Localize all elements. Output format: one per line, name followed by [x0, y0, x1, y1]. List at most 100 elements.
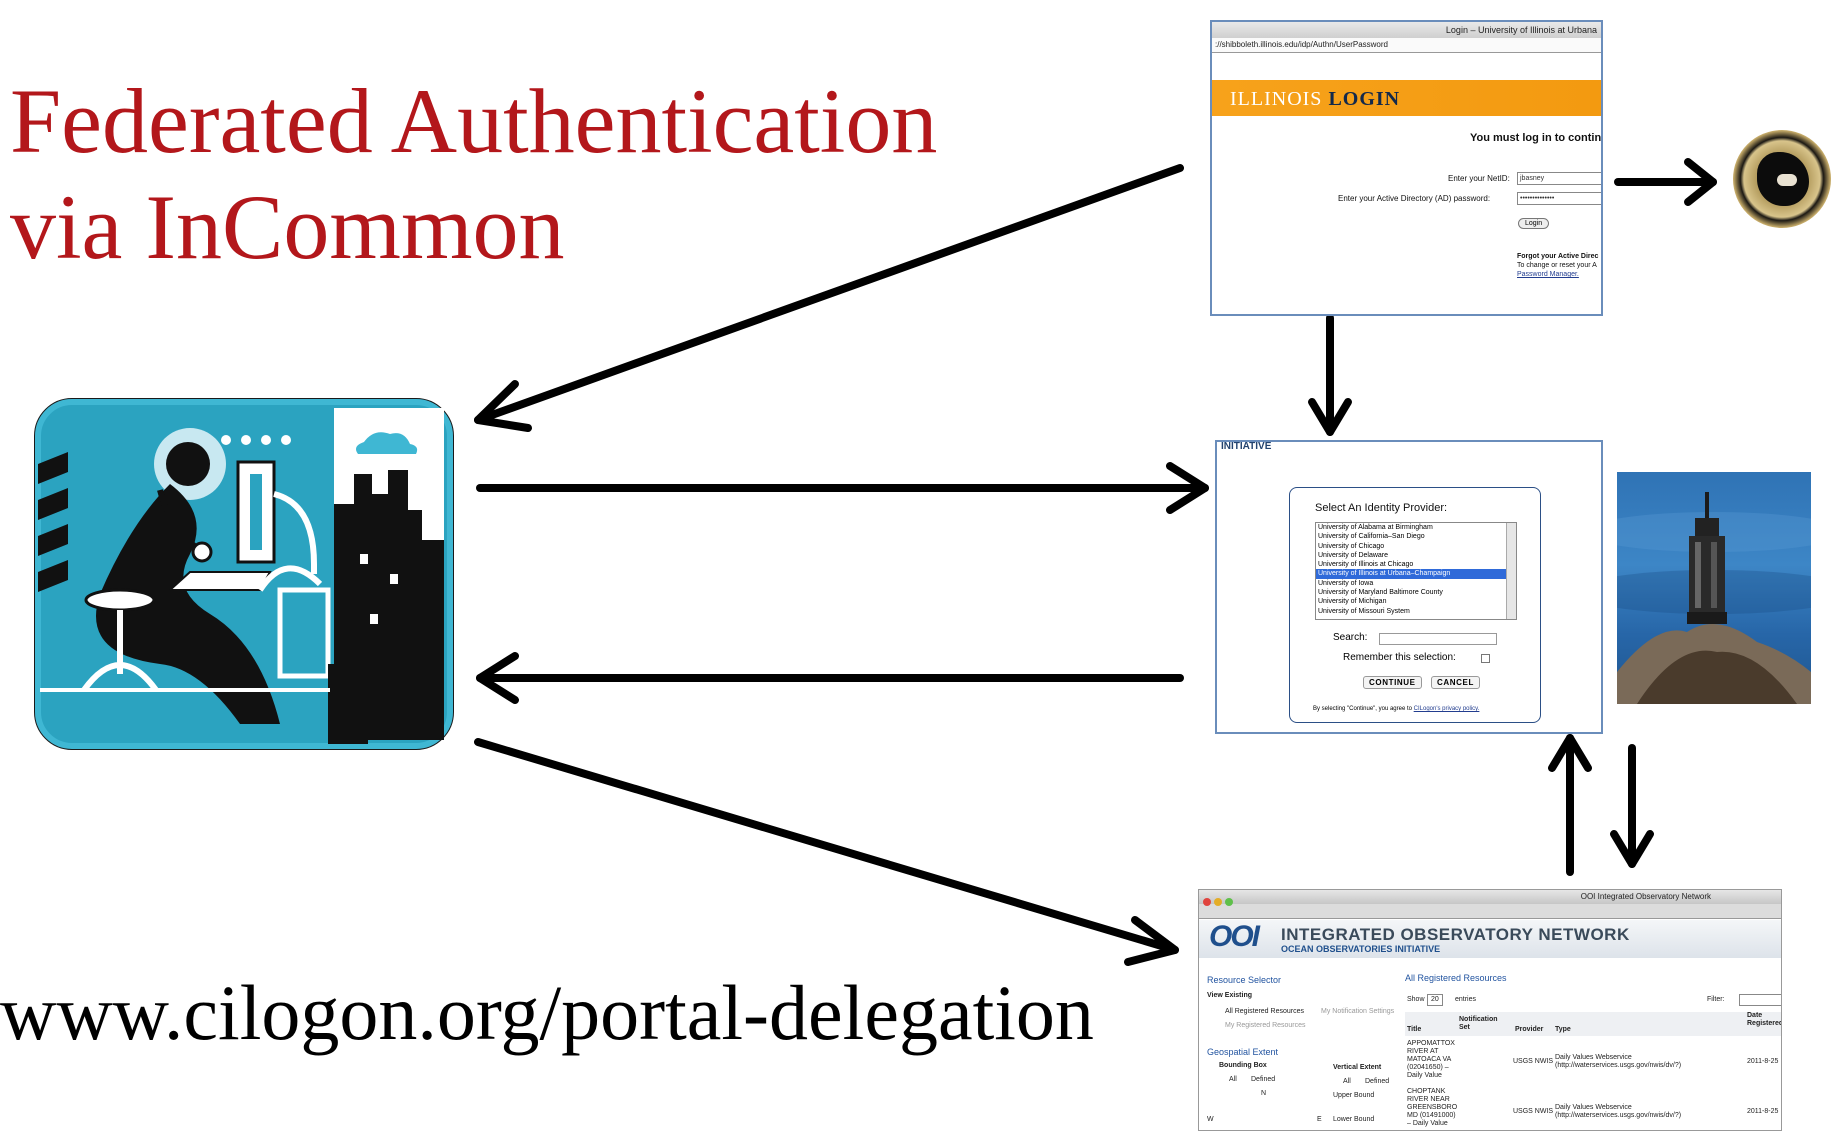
remember-label: Remember this selection:: [1343, 652, 1456, 663]
netid-field[interactable]: jbasney: [1517, 172, 1601, 185]
idp-option[interactable]: University of Delaware: [1318, 551, 1389, 559]
illinois-banner: [1212, 80, 1601, 116]
lower-bound-label: Lower Bound: [1333, 1116, 1375, 1123]
arrow-user-to-ooi: [474, 738, 1179, 954]
ooi-logo: OOI: [1209, 920, 1260, 953]
password-field[interactable]: ••••••••••••••: [1517, 192, 1601, 205]
vertical-all-radio[interactable]: All: [1343, 1078, 1351, 1085]
idp-option[interactable]: University of Illinois at Chicago: [1318, 561, 1414, 569]
arrow-login-to-user: [474, 164, 1184, 424]
login-button[interactable]: Login: [1518, 218, 1550, 229]
idp-option[interactable]: University of Missouri System: [1318, 607, 1410, 615]
arrow-ooi-to-cilogon-head: [1548, 734, 1592, 772]
show-label: Show: [1407, 996, 1425, 1003]
maximize-icon[interactable]: [1225, 898, 1233, 906]
password-manager-link[interactable]: Password Manager.: [1517, 271, 1579, 278]
entries-label: entries: [1455, 996, 1477, 1003]
title-line-2: via InCommon: [10, 176, 565, 278]
ooi-header: [1199, 920, 1781, 958]
arrow-cilogon-to-user-head: [476, 652, 519, 704]
filter-label: Filter:: [1707, 996, 1725, 1003]
my-registered-radio[interactable]: My Registered Resources: [1225, 1022, 1306, 1029]
continue-button[interactable]: CONTINUE: [1363, 676, 1422, 689]
select-idp-label: Select An Identity Provider:: [1315, 502, 1448, 514]
sensor-illustration: [1617, 492, 1811, 704]
arrow-user-to-ooi-head: [1124, 916, 1179, 966]
col-provider[interactable]: Provider: [1515, 1026, 1544, 1033]
cilogon-header: INITIATIVE: [1221, 441, 1272, 452]
ocean-sensor-photo: [1617, 472, 1811, 704]
title-line-1: Federated Authentication: [10, 70, 938, 172]
forgot-password-text: Forgot your Active Direc To change or re…: [1517, 253, 1599, 278]
row-date: 2011-8-25: [1747, 1058, 1779, 1065]
privacy-agreement-text: By selecting "Continue", you agree to CI…: [1313, 706, 1480, 712]
row-provider: USGS NWIS: [1513, 1058, 1554, 1065]
ooi-subheading: OCEAN OBSERVATORIES INITIATIVE: [1281, 944, 1441, 954]
bounding-box-label: Bounding Box: [1219, 1062, 1267, 1069]
row-type: Daily Values Webservice (http://waterser…: [1555, 1054, 1682, 1069]
idp-option-selected[interactable]: University of Illinois at Urbana–Champai…: [1316, 569, 1516, 579]
search-input[interactable]: [1379, 633, 1497, 645]
cancel-button[interactable]: CANCEL: [1431, 676, 1480, 689]
col-type[interactable]: Type: [1555, 1026, 1571, 1033]
remember-checkbox[interactable]: [1481, 654, 1490, 663]
netid-label: Enter your NetID:: [1448, 174, 1510, 183]
row-date: 2011-8-25: [1747, 1108, 1779, 1115]
geospatial-extent-title: Geospatial Extent: [1207, 1047, 1279, 1057]
portal-url[interactable]: www.cilogon.org/portal-delegation: [0, 969, 1094, 1056]
view-existing-label: View Existing: [1207, 992, 1252, 999]
col-date-registered[interactable]: Date Registered: [1747, 1012, 1782, 1027]
password-label: Enter your Active Directory (AD) passwor…: [1338, 194, 1491, 203]
idp-option[interactable]: University of California–San Diego: [1318, 533, 1425, 541]
west-label: W: [1207, 1116, 1214, 1123]
idp-option[interactable]: University of Chicago: [1318, 542, 1385, 550]
arrow-cilogon-to-ooi-head: [1610, 830, 1654, 868]
close-icon[interactable]: [1203, 898, 1211, 906]
row-title[interactable]: CHOPTANK RIVER NEAR GREENSBORO MD (01491…: [1407, 1088, 1458, 1127]
arrow-login-to-seal-head: [1684, 158, 1717, 206]
north-label: N: [1261, 1090, 1267, 1097]
east-label: E: [1317, 1116, 1322, 1123]
upper-bound-label: Upper Bound: [1333, 1092, 1375, 1099]
privacy-policy-link[interactable]: CILogon's privacy policy.: [1413, 706, 1480, 712]
bbox-all-radio[interactable]: All: [1229, 1076, 1237, 1083]
bbox-defined-radio[interactable]: Defined: [1251, 1076, 1276, 1083]
idp-list[interactable]: University of Alabama at Birmingham Univ…: [1315, 522, 1517, 620]
table-header: [1405, 1012, 1781, 1036]
window-controls: [1203, 893, 1236, 911]
show-count-select[interactable]: 20: [1427, 994, 1443, 1006]
idp-option[interactable]: University of Michigan: [1318, 598, 1387, 606]
university-seal-image: [1733, 130, 1831, 228]
ooi-heading: INTEGRATED OBSERVATORY NETWORK: [1281, 925, 1630, 944]
illinois-login-screenshot: Login – University of Illinois at Urbana…: [1210, 20, 1603, 316]
minimize-icon[interactable]: [1214, 898, 1222, 906]
idp-option[interactable]: University of Maryland Baltimore County: [1318, 589, 1443, 597]
idp-option[interactable]: University of Iowa: [1318, 579, 1374, 587]
idp-option[interactable]: University of Alabama at Birmingham: [1318, 524, 1433, 531]
idp-list-scrollbar[interactable]: [1506, 523, 1516, 619]
must-login-text: You must log in to continu: [1470, 132, 1603, 144]
cilogon-idp-selector-screenshot: INITIATIVE Select An Identity Provider: …: [1215, 440, 1603, 734]
row-provider: USGS NWIS: [1513, 1108, 1554, 1115]
ooi-window-title: OOI Integrated Observatory Network: [1199, 890, 1781, 904]
resource-selector-title: Resource Selector: [1207, 975, 1282, 985]
vertical-extent-label: Vertical Extent: [1333, 1064, 1382, 1071]
idp-selector-box: [1289, 487, 1541, 723]
row-title[interactable]: APPOMATTOX RIVER AT MATOACA VA (02041650…: [1407, 1040, 1455, 1079]
all-registered-radio[interactable]: All Registered Resources: [1225, 1008, 1304, 1015]
vertical-defined-radio[interactable]: Defined: [1365, 1078, 1390, 1085]
arrow-login-to-cilogon-head: [1308, 398, 1352, 436]
col-notification-set[interactable]: Notification Set: [1459, 1016, 1498, 1031]
login-window-title: Login – University of Illinois at Urbana: [1212, 22, 1601, 38]
computer-user-icon: [34, 398, 454, 750]
my-notification-radio[interactable]: My Notification Settings: [1321, 1008, 1395, 1015]
filter-input[interactable]: [1739, 994, 1781, 1006]
col-title[interactable]: Title: [1407, 1026, 1422, 1033]
illinois-brand: ILLINOIS LOGIN: [1230, 88, 1401, 110]
row-type: Daily Values Webservice (http://waterser…: [1555, 1104, 1682, 1119]
search-label: Search:: [1333, 632, 1368, 643]
login-address-bar[interactable]: ://shibboleth.illinois.edu/idp/Authn/Use…: [1212, 38, 1601, 53]
ooi-portal-screenshot: OOI Integrated Observatory Network OOI I…: [1198, 889, 1782, 1131]
all-registered-resources-title: All Registered Resources: [1405, 973, 1507, 983]
